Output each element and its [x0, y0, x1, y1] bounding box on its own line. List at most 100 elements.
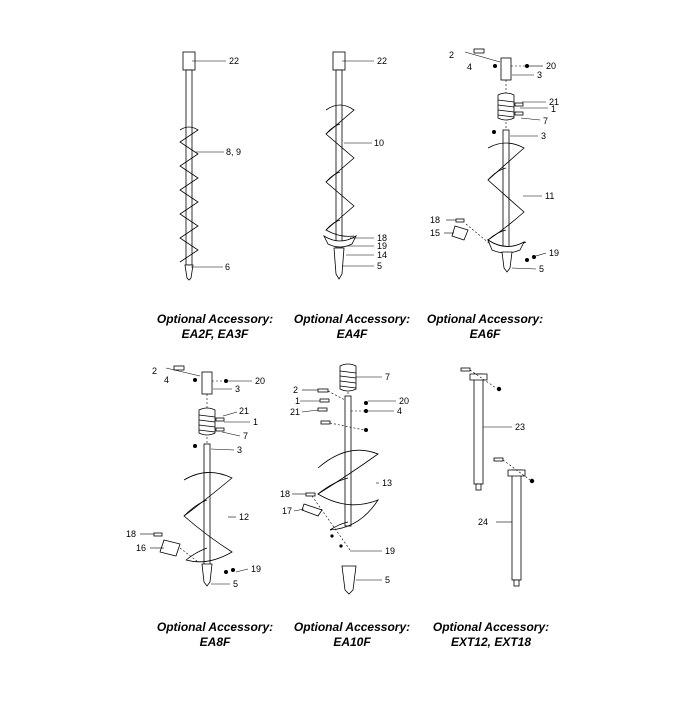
callout-7: 7	[385, 372, 390, 382]
caption-line1: Optional Accessory:	[293, 620, 411, 634]
auger-point	[333, 247, 345, 280]
bolt	[153, 532, 163, 537]
spring	[497, 92, 515, 121]
caption-line2: EA6F	[469, 327, 501, 341]
extension-end	[475, 483, 482, 491]
callout-8-9: 8, 9	[226, 147, 241, 157]
auger-point	[184, 264, 194, 281]
callout-20: 20	[255, 376, 265, 386]
callout-24: 24	[478, 517, 488, 527]
nut	[330, 534, 334, 538]
auger-ea2f-drawing: 22 8, 9 6	[179, 51, 241, 281]
callout-5: 5	[377, 261, 382, 271]
bolt	[215, 427, 225, 432]
auger-shaft	[203, 443, 211, 567]
callout-3: 3	[541, 131, 546, 141]
callout-7: 7	[543, 116, 548, 126]
drive-hub	[500, 57, 512, 81]
caption-ea6f: Optional Accessory: EA6F	[410, 312, 560, 342]
callout-1: 1	[253, 417, 258, 427]
callout-3: 3	[237, 445, 242, 455]
nut	[492, 130, 496, 134]
bolt	[317, 388, 329, 393]
extension-shaft-12	[473, 373, 484, 485]
auger-flighting	[179, 126, 199, 263]
callout-21: 21	[239, 406, 249, 416]
washer	[339, 544, 343, 548]
extension-hub	[469, 373, 488, 381]
callout-18: 18	[280, 489, 290, 499]
washer	[525, 64, 529, 68]
nut	[493, 64, 497, 68]
cutting-edge	[323, 234, 357, 248]
callout-5: 5	[539, 264, 544, 274]
callout-2: 2	[449, 50, 454, 60]
caption-line1: Optional Accessory:	[293, 312, 411, 326]
nut	[224, 570, 228, 574]
callout-15: 15	[430, 228, 440, 238]
spring	[339, 363, 357, 392]
callout-4: 4	[164, 375, 169, 385]
callout-11: 11	[545, 191, 554, 201]
extension-drawing: 23 24	[460, 367, 535, 587]
callout-18: 18	[377, 233, 387, 243]
bolt	[460, 367, 471, 372]
callout-2: 2	[293, 385, 298, 395]
callout-17: 17	[282, 506, 292, 516]
callout-20: 20	[399, 396, 409, 406]
cutting-edge-mount	[487, 238, 525, 254]
extension-shaft-18	[511, 469, 522, 581]
auger-ea6f-drawing: 2 4 20 3 21 1 7 3 11 18 15 19 5	[430, 48, 559, 274]
auger-ea4f-drawing: 22 10 18 19 14 5	[323, 51, 387, 280]
spring	[198, 407, 216, 436]
auger-ea8f-drawing: 2 4 20 3 21 1 7 3 12 18 16 19 5	[126, 365, 265, 589]
callout-1: 1	[295, 396, 300, 406]
auger-point	[341, 565, 357, 595]
extension-hub	[507, 469, 526, 477]
nut	[193, 444, 197, 448]
auger-point	[501, 251, 513, 273]
callout-5: 5	[233, 579, 238, 589]
bolt	[514, 111, 524, 116]
callout-3: 3	[235, 384, 240, 394]
caption-line1: Optional Accessory:	[156, 620, 274, 634]
callout-3: 3	[537, 70, 542, 80]
auger-ea10f-drawing: 7 2 1 20 21 4 13 18 17 19 5	[280, 363, 409, 595]
callout-23: 23	[515, 422, 525, 432]
callout-21: 21	[290, 407, 300, 417]
drive-hub	[201, 371, 213, 395]
bolt	[320, 420, 331, 425]
callout-4: 4	[467, 62, 472, 72]
pin	[319, 398, 330, 403]
bolt	[305, 492, 316, 497]
callout-22: 22	[377, 56, 387, 66]
callout-7: 7	[243, 431, 248, 441]
auger-flighting	[183, 472, 233, 563]
washer	[231, 568, 235, 572]
callout-22: 22	[229, 56, 239, 66]
caption-line2: EXT12, EXT18	[450, 635, 532, 649]
nut	[364, 409, 368, 413]
auger-flighting	[325, 104, 355, 237]
callout-21: 21	[549, 97, 559, 107]
caption-line2: EA4F	[336, 327, 368, 341]
washer	[224, 379, 228, 383]
caption-ea2f-ea3f: Optional Accessory: EA2F, EA3F	[140, 312, 290, 342]
auger-flighting	[317, 449, 380, 531]
bolt	[493, 457, 504, 462]
bolt	[317, 407, 328, 412]
callout-5: 5	[385, 575, 390, 585]
pin	[215, 417, 225, 422]
callout-10: 10	[374, 138, 384, 148]
callout-18: 18	[126, 529, 136, 539]
washer	[364, 401, 368, 405]
caption-line2: EA10F	[333, 635, 371, 649]
caption-ea4f: Optional Accessory: EA4F	[277, 312, 427, 342]
auger-shaft	[185, 69, 193, 266]
caption-line1: Optional Accessory:	[426, 312, 544, 326]
callout-20: 20	[546, 61, 556, 71]
caption-line1: Optional Accessory:	[156, 312, 274, 326]
caption-ea10f: Optional Accessory: EA10F	[277, 620, 427, 650]
